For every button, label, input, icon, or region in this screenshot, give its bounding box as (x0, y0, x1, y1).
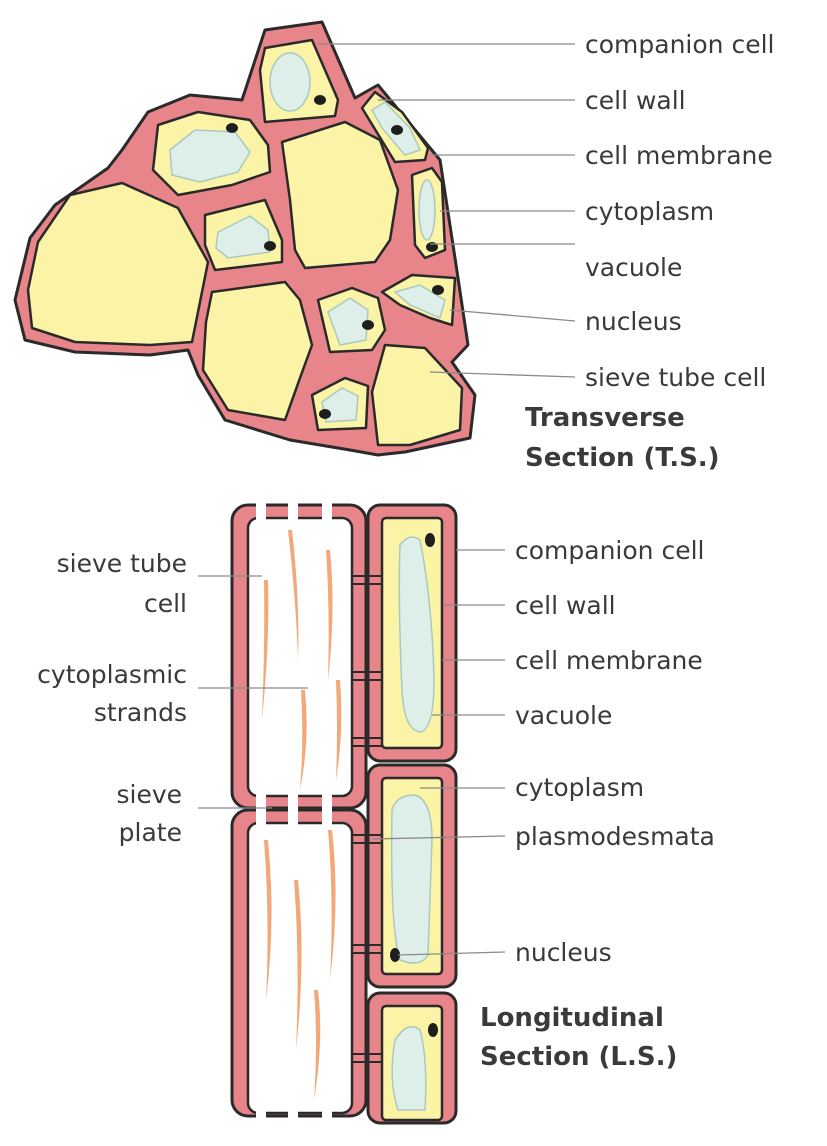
ts-sieve-cell-large (26, 181, 210, 347)
ts-vacuole (269, 52, 311, 112)
ts-vacuole (393, 284, 446, 320)
ts-nucleus (432, 285, 444, 295)
ts-vacuole (418, 179, 436, 241)
ts-title-line2: Section (T.S.) (525, 443, 720, 473)
label-cytoplasm: cytoplasm (585, 197, 714, 226)
ts-vacuole (169, 129, 251, 183)
label-cytoplasmic-strands-line2: strands (94, 698, 187, 727)
label-companion-cell: companion cell (585, 30, 774, 59)
label-cell-wall: cell wall (585, 86, 686, 115)
label-sieve-plate-line1: sieve (116, 780, 182, 809)
leader-line (449, 309, 576, 322)
label-sieve-tube-cell-line2: cell (144, 589, 187, 618)
ls-nucleus (390, 948, 400, 962)
ts-sieve-cell-center (280, 120, 400, 270)
label-cytoplasmic-strands-line1: cytoplasmic (37, 660, 187, 689)
ls-plasmodesmata (352, 575, 382, 1063)
label-plasmodesmata: plasmodesmata (515, 822, 715, 851)
transverse-section: companion cell cell wall cell membrane c… (13, 20, 774, 473)
ts-vacuole (215, 215, 271, 259)
ts-nucleus (314, 95, 326, 105)
label-cytoplasm: cytoplasm (515, 773, 644, 802)
ls-nucleus (425, 533, 435, 547)
ts-title-line1: Transverse (525, 403, 685, 433)
label-nucleus: nucleus (585, 307, 682, 336)
ts-sieve-cell-bottom-left (201, 280, 314, 422)
label-cell-wall: cell wall (515, 591, 616, 620)
ls-title-line1: Longitudinal (480, 1003, 664, 1033)
ts-nucleus (391, 125, 403, 135)
label-cell-membrane: cell membrane (585, 141, 773, 170)
ts-sieve-cell-bottom-right (370, 343, 464, 447)
ts-nucleus (226, 123, 238, 133)
ls-nucleus (428, 1023, 438, 1037)
label-sieve-tube-cell: sieve tube cell (585, 363, 766, 392)
label-vacuole: vacuole (585, 253, 682, 282)
ts-nucleus (264, 241, 276, 251)
label-cell-membrane: cell membrane (515, 646, 703, 675)
label-vacuole: vacuole (515, 701, 612, 730)
label-sieve-tube-cell-line1: sieve tube (57, 549, 187, 578)
label-companion-cell: companion cell (515, 536, 704, 565)
ls-sieve-cell-upper-lumen (246, 516, 354, 798)
ls-sieve-plate (256, 496, 332, 1124)
ls-vacuole (391, 1025, 427, 1111)
label-sieve-plate-line2: plate (119, 818, 182, 847)
label-nucleus: nucleus (515, 938, 612, 967)
ls-cytoplasmic-strands (262, 530, 342, 1100)
leader-line (397, 951, 506, 956)
longitudinal-section: companion cell cell wall cell membrane v… (37, 496, 715, 1125)
leader-line (429, 371, 576, 378)
ts-nucleus (319, 409, 331, 419)
ts-nucleus (362, 320, 374, 330)
leader-line (371, 835, 506, 840)
ls-vacuole (398, 536, 435, 733)
ls-vacuole (390, 794, 433, 964)
ls-title-line2: Section (L.S.) (480, 1042, 677, 1072)
